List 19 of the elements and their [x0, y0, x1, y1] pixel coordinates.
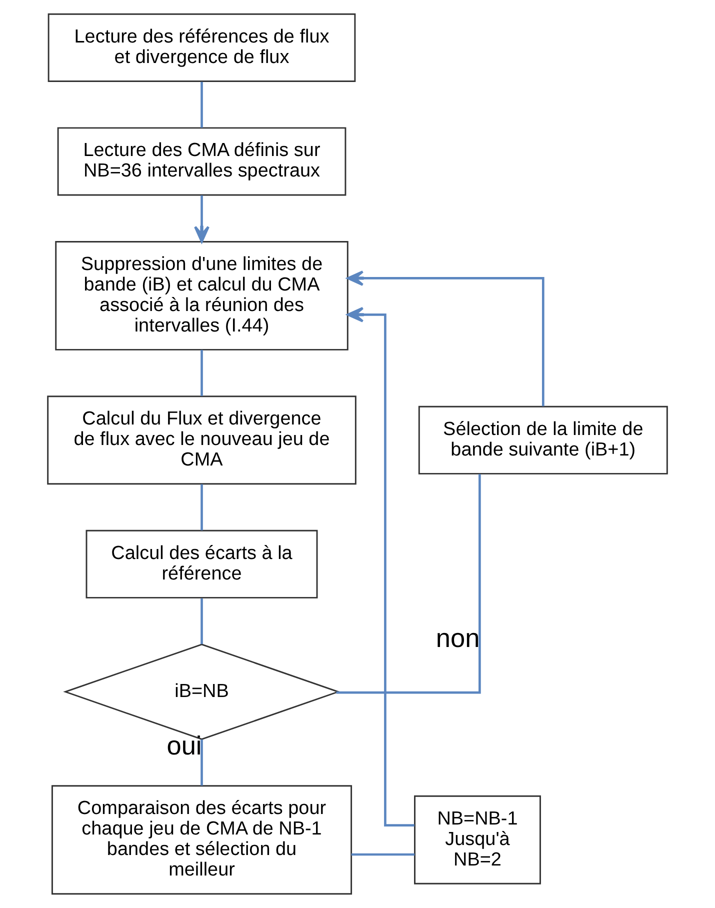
connector	[200, 484, 203, 530]
connector	[351, 853, 415, 856]
arrow	[346, 270, 544, 406]
node-box: NB=NB-1 Jusqu'à NB=2	[414, 795, 541, 884]
node-box: Sélection de la limite de bande suivante (iB+1)	[418, 406, 668, 474]
node-box: Calcul du Flux et divergence de flux avec le nouveau jeu de CMA	[47, 396, 356, 485]
node-box: Suppression d'une limites de bande (iB) et calcul du CMA associé à la réunion des intervalles (I.44)	[55, 241, 348, 350]
arrow	[194, 195, 210, 243]
connector	[200, 350, 203, 396]
connector	[200, 598, 203, 644]
node-box: Lecture des CMA définis sur NB=36 intervalles spectraux	[57, 127, 346, 196]
node-box: Comparaison des écarts pour chaque jeu de CMA de NB-1 bandes et sélection du meilleur	[51, 785, 352, 895]
connector	[200, 739, 203, 786]
connector	[200, 82, 203, 128]
node-box: Calcul des écarts à la référence	[86, 530, 318, 598]
node-box: Lecture des références de flux et divergence de flux	[48, 13, 356, 82]
arrow	[346, 306, 414, 826]
edge-label: non	[436, 622, 480, 653]
connector	[336, 474, 481, 694]
